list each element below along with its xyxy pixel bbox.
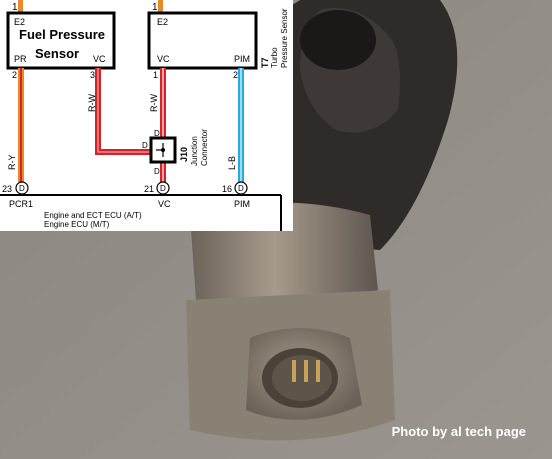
- fuel-pin-vc-num: 3: [90, 70, 95, 80]
- wire-code-pr: R-Y: [7, 155, 17, 171]
- fuel-pressure-sensor-box: [6, 11, 116, 70]
- ecu-connector-pcr1-letter: D: [19, 184, 25, 193]
- ecu-pin-pim-num: 16: [222, 184, 232, 194]
- turbo-sensor-pim-label: PIM: [234, 54, 250, 64]
- turbo-sensor-name-2: Pressure Sensor: [280, 8, 289, 68]
- ecu-connector-pim-letter: D: [238, 184, 244, 193]
- turbo-pin-vc-num: 1: [153, 70, 158, 80]
- junction-name-1: Junction: [190, 136, 199, 166]
- junction-pin-left: D: [142, 141, 148, 150]
- ecu-connector-vc-letter: D: [160, 184, 166, 193]
- ecu-pin-pcr1-num: 23: [2, 184, 12, 194]
- ecu-label-vc: VC: [158, 199, 171, 209]
- top-pin-right: 1: [152, 2, 158, 13]
- fuel-pin-pr-num: 2: [12, 70, 17, 80]
- wire-code-turbo-vc: R-W: [149, 94, 159, 112]
- turbo-pin-pim-num: 2: [233, 70, 238, 80]
- fuel-sensor-vc-label: VC: [93, 54, 106, 64]
- fuel-sensor-e2-label: E2: [14, 17, 25, 27]
- junction-connector: [149, 136, 177, 164]
- top-wire-left: [18, 0, 23, 14]
- top-pin-left: 1: [12, 2, 18, 13]
- junction-name-2: Connector: [200, 129, 209, 166]
- ecu-name-line-1: Engine and ECT ECU (A/T): [44, 211, 142, 220]
- wire-code-fuel-vc: R-W: [87, 94, 97, 112]
- wire-code-pim: L-B: [227, 156, 237, 170]
- turbo-sensor-name-1: Turbo: [270, 47, 279, 68]
- junction-id: J10: [179, 147, 189, 162]
- turbo-sensor-e2-label: E2: [157, 17, 168, 27]
- fuel-sensor-title-1: Fuel Pressure: [19, 27, 105, 42]
- junction-pin-bottom: D: [154, 167, 160, 176]
- ecu-label-pim: PIM: [234, 199, 250, 209]
- top-wire-right: [158, 0, 163, 14]
- ecu-label-pcr1: PCR1: [9, 199, 33, 209]
- turbo-pressure-sensor-box: [147, 11, 258, 70]
- fuel-sensor-pr-label: PR: [14, 54, 27, 64]
- photo-credit-caption: Photo by al tech page: [391, 424, 526, 439]
- turbo-sensor-vc-label: VC: [157, 54, 170, 64]
- turbo-sensor-id: T7: [260, 57, 270, 68]
- fuel-sensor-title-2: Sensor: [35, 46, 79, 61]
- ecu-pin-vc-num: 21: [144, 184, 154, 194]
- ecu-name-line-2: Engine ECU (M/T): [44, 220, 110, 229]
- junction-pin-top: D: [154, 129, 160, 138]
